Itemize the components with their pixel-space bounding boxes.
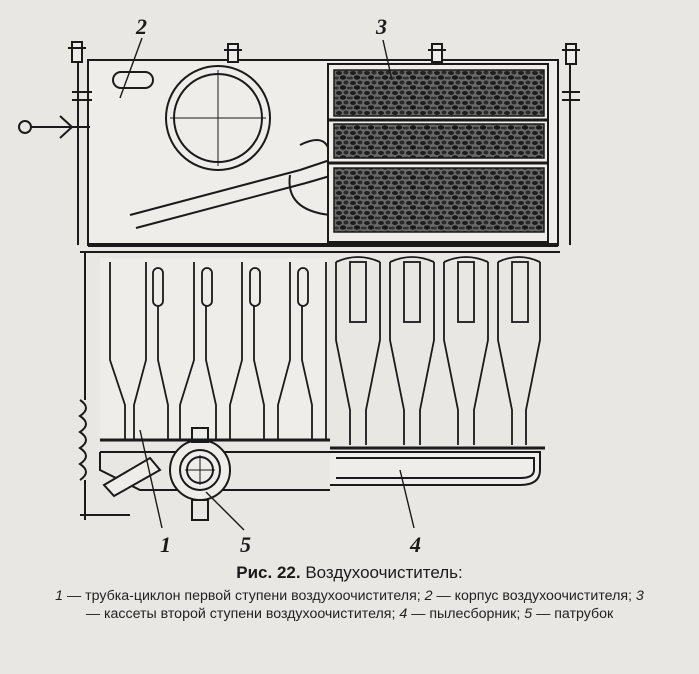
legend-text: трубка-циклон первой ступени воздухоочис…: [85, 588, 425, 604]
figure-label: Рис. 22.: [236, 563, 301, 582]
legend-item: 3 — кассеты второй ступени воздухоочисти…: [86, 588, 644, 622]
cyclone-tubes-right: [330, 256, 545, 450]
figure-title: Воздухоочиститель:: [305, 563, 463, 582]
callout-1: 1: [160, 532, 171, 557]
legend-number: 5: [524, 606, 533, 622]
leader-lines: [119, 37, 415, 531]
legend-number: 1: [55, 588, 64, 604]
legend-text: кассеты второй ступени воздухоочистителя…: [103, 606, 400, 622]
legend-text: пылесборник;: [429, 606, 525, 622]
figure-caption: Рис. 22. Воздухоочиститель: 1 — трубка-ц…: [0, 563, 699, 623]
dust-collector: [99, 451, 541, 491]
legend-text: патрубок: [554, 606, 614, 622]
air-cleaner-diagram: 2 3 1 5 4: [18, 14, 580, 557]
legend-separator: —: [85, 606, 104, 622]
callout-4: 4: [409, 532, 421, 557]
callout-5: 5: [240, 532, 251, 557]
legend-item: 2 — корпус воздухоочистителя;: [425, 588, 636, 604]
legend-separator: —: [432, 588, 455, 604]
legend-separator: —: [63, 588, 86, 604]
legend-item: 4 — пылесборник;: [399, 606, 524, 622]
legend-item: 5 — патрубок: [524, 606, 613, 622]
inlet-opening: [165, 65, 271, 171]
legend-separator: —: [407, 606, 430, 622]
legend-separator: —: [532, 606, 555, 622]
legend-number: 4: [399, 606, 408, 622]
caption-title: Рис. 22. Воздухоочиститель:: [0, 563, 699, 583]
inlet-pipe: [129, 139, 331, 229]
callout-3: 3: [375, 14, 387, 39]
legend-text: корпус воздухоочистителя;: [454, 588, 636, 604]
cyclone-tubes-left: [100, 258, 330, 442]
legend-number: 3: [635, 588, 644, 604]
filter-cassettes: [327, 63, 549, 243]
latch-spring: [78, 252, 162, 520]
callout-2: 2: [135, 14, 147, 39]
caption-legend: 1 — трубка-циклон первой ступени воздухо…: [50, 587, 650, 623]
legend-number: 2: [424, 588, 433, 604]
legend-item: 1 — трубка-циклон первой ступени воздухо…: [55, 588, 424, 604]
outlet-pipe: [169, 427, 231, 521]
